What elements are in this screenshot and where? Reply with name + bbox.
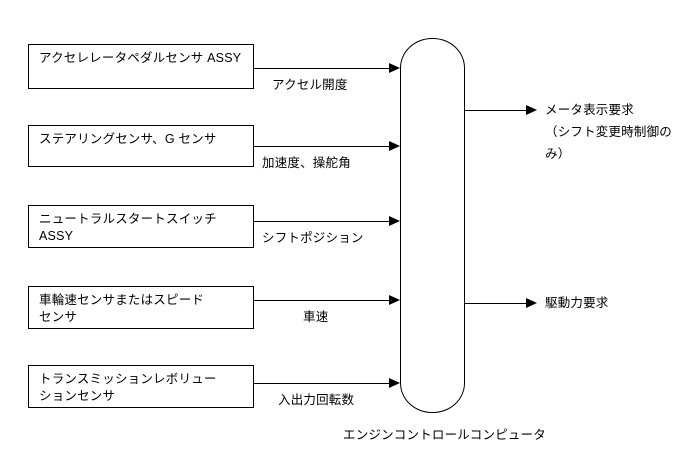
sensor-box-4: 車輪速センサまたはスピード センサ: [28, 286, 254, 329]
sensor-box-4-label: 車輪速センサまたはスピード センサ: [39, 293, 205, 324]
output-arrowhead-icon-1: [526, 104, 537, 115]
signal-label-4: 車速: [303, 310, 329, 324]
output-line-1: [465, 110, 527, 111]
sensor-box-5-label: トランスミッションレボリュー ションセンサ: [39, 372, 217, 403]
sensor-box-3-label: ニュートラルスタートスイッチ ASSY: [39, 212, 217, 243]
connector-line-1: [254, 68, 390, 69]
signal-label-5: 入出力回転数: [278, 393, 355, 407]
engine-control-computer-caption: エンジンコントロールコンピュータ: [343, 428, 546, 442]
output-arrowhead-icon-2: [526, 297, 537, 308]
arrowhead-icon-2: [389, 140, 400, 151]
engine-control-computer-block: [400, 38, 465, 413]
sensor-box-2-label: ステアリングセンサ、G センサ: [39, 132, 217, 146]
output-label-2: 駆動力要求: [545, 296, 609, 310]
signal-label-2: 加速度、操舵角: [262, 156, 351, 170]
signal-label-3: シフトポジション: [262, 231, 364, 245]
sensor-box-1: アクセレレータペダルセンサ ASSY: [28, 44, 254, 89]
arrowhead-icon-3: [389, 215, 400, 226]
connector-line-2: [254, 146, 390, 147]
sensor-box-3: ニュートラルスタートスイッチ ASSY: [28, 205, 254, 248]
output-label-1: メータ表示要求 （シフト変更時制御のみ）: [545, 103, 673, 161]
arrowhead-icon-1: [389, 62, 400, 73]
connector-line-3: [254, 221, 390, 222]
output-line-2: [465, 303, 527, 304]
sensor-box-5: トランスミッションレボリュー ションセンサ: [28, 365, 254, 408]
connector-line-5: [254, 383, 390, 384]
sensor-box-1-label: アクセレレータペダルセンサ ASSY: [39, 51, 242, 65]
arrowhead-icon-4: [389, 294, 400, 305]
signal-label-1: アクセル開度: [272, 78, 348, 92]
sensor-box-2: ステアリングセンサ、G センサ: [28, 125, 254, 167]
arrowhead-icon-5: [389, 377, 400, 388]
connector-line-4: [254, 300, 390, 301]
